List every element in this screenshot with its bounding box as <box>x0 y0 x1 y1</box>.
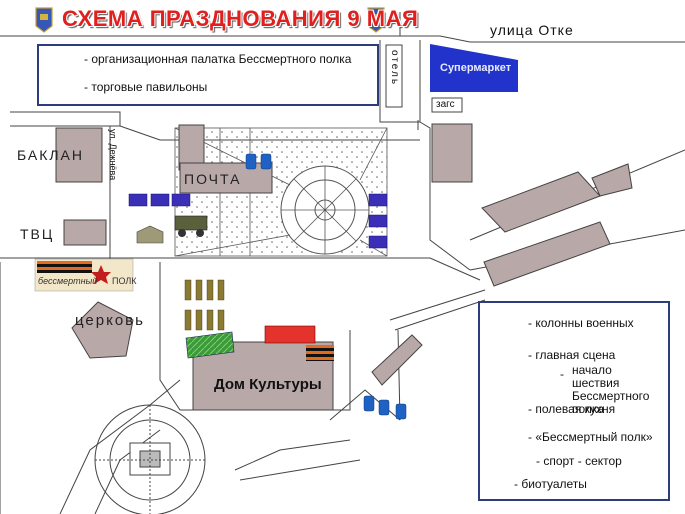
legend-right <box>478 301 670 501</box>
soldier-columns <box>184 279 519 331</box>
badge-text-2: ПОЛК <box>112 276 137 286</box>
legend-toilet-label: - биотуалеты <box>514 477 587 491</box>
legend-parade-prefix: - <box>560 367 564 381</box>
badge-text-1: бессмертный <box>38 276 98 286</box>
legend-pavilion-label: - торговые павильоны <box>84 80 208 94</box>
buildings <box>55 44 633 411</box>
legend-tent-label: - организационная палатка Бессмертного п… <box>84 52 352 66</box>
immortal-regiment-ribbon <box>306 345 334 361</box>
street-dezhneva-label: ул. Дежнёва <box>108 129 118 181</box>
supermarket-label: Супермаркет <box>440 62 512 74</box>
zags-label: загс <box>436 99 455 110</box>
street-otke-label: улица Отке <box>490 22 574 38</box>
legend-ribbon-label: - «Бессмертный полк» <box>528 430 653 444</box>
pavilion-group <box>46 78 388 249</box>
immortal-regiment-badge <box>34 258 134 292</box>
legend-parade-label: начало шествия Бессмертного полка <box>572 363 650 416</box>
baklan-label: БАКЛАН <box>17 147 85 163</box>
church-label: церковь <box>75 312 145 329</box>
memorial-circle <box>94 404 206 514</box>
tvc-label: ТВЦ <box>20 226 55 242</box>
page-title: СХЕМА ПРАЗДНОВАНИЯ 9 МАЯ <box>62 6 419 31</box>
main-stage <box>264 325 316 344</box>
hotel-label: отель <box>389 50 400 87</box>
culture-house-label: Дом Культуры <box>214 376 322 393</box>
sport-sector <box>185 331 235 359</box>
legend-stage-label: - главная сцена <box>528 348 616 362</box>
legend-soldiers-label: - колонны военных <box>528 316 634 330</box>
coat-of-arms-right <box>367 7 385 33</box>
legend-kitchen-label: - полевая кухня <box>528 402 616 416</box>
legend-top <box>37 44 379 106</box>
coat-of-arms-left <box>35 7 53 33</box>
legend-sport-label: - спорт - сектор <box>536 454 622 468</box>
supermarket-building <box>430 44 518 92</box>
post-label: ПОЧТА <box>184 171 242 187</box>
